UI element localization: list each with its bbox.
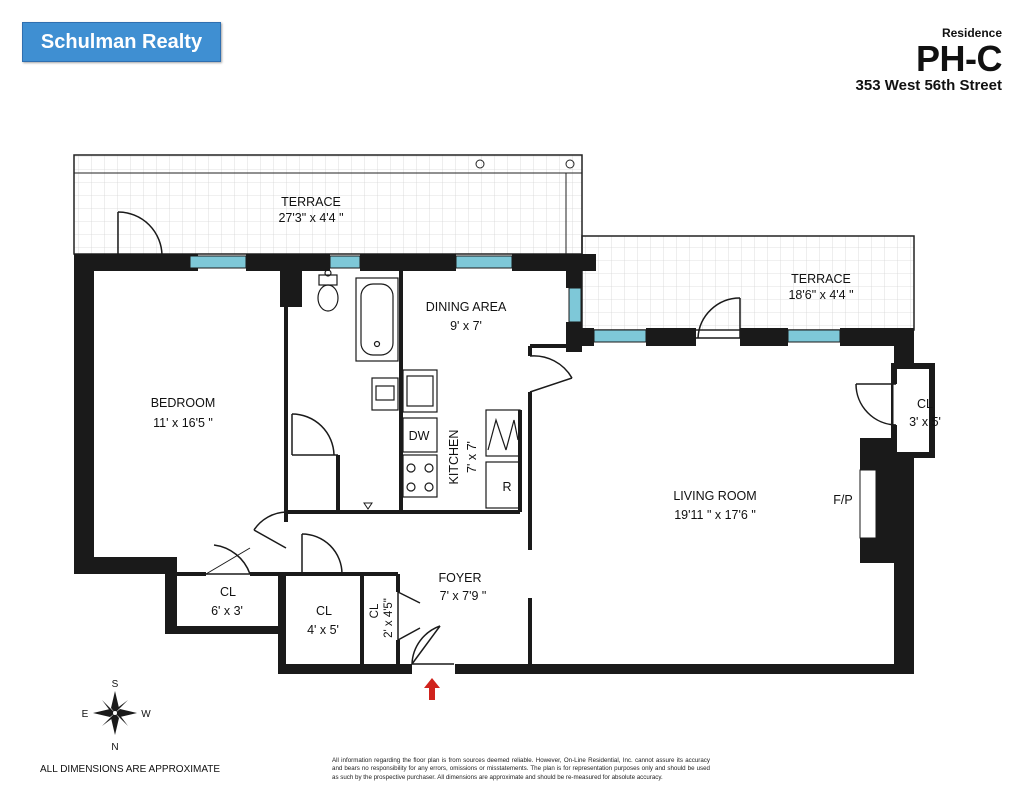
entry-arrow-icon [424,678,440,700]
kitchen-size: 7' x 7' [465,441,479,473]
walls [74,254,914,674]
toilet [317,269,339,312]
terrace-2 [581,235,915,331]
cl-entry-size: 3' x 5' [909,415,941,429]
residence-address: 353 West 56th Street [855,77,1002,94]
cl-small-name: CL [369,603,381,618]
kitchen-counter [402,369,521,509]
cl-mid-size: 4' x 5' [307,623,339,637]
brand-logo: Schulman Realty [22,22,221,62]
terrace-2-size: 18'6" x 4'4 " [788,288,853,302]
room-labels: TERRACE 27'3" x 4'4 " TERRACE 18'6" x 4'… [151,195,941,637]
residence-label: Residence [941,26,1002,40]
bathtub [355,277,399,362]
residence-code: PH-C [916,38,1003,79]
living-name: LIVING ROOM [673,489,756,503]
cl-bed-size: 6' x 3' [211,604,243,618]
rotated-labels: KITCHEN 7' x 7' CL 2' x 4'5" [369,430,479,638]
foyer-size: 7' x 7'9 " [440,589,487,603]
kitchen-name: KITCHEN [447,430,461,485]
bedroom-name: BEDROOM [151,396,216,410]
living-size: 19'11 " x 17'6 " [674,508,756,522]
doors [117,211,897,665]
dining-name: DINING AREA [426,300,507,314]
windows [189,255,841,343]
drain-icon [363,502,373,510]
dimensions-note: ALL DIMENSIONS ARE APPROXIMATE [40,764,221,775]
interior-walls [174,271,570,664]
compass-icon: S N E W [82,679,152,753]
cl-small-size: 2' x 4'5" [383,598,395,638]
compass-top-label: S [112,679,119,690]
fireplace [859,469,877,539]
cl-entry-name: CL [917,397,933,411]
vanity-sink [371,377,399,411]
terrace-2-name: TERRACE [791,272,851,286]
cl-mid-name: CL [316,604,332,618]
disclaimer-text: All information regarding the floor plan… [332,757,710,781]
cl-bed-name: CL [220,585,236,599]
dishwasher-label: DW [409,429,430,443]
foyer-name: FOYER [438,571,481,585]
compass-right-label: W [141,709,151,720]
refrigerator-label: R [502,480,511,494]
terrace-1-name: TERRACE [281,195,341,209]
bedroom-size: 11' x 16'5 " [153,416,213,430]
compass-bottom-label: N [111,742,118,753]
compass-left-label: E [82,709,89,720]
terrace-1-size: 27'3" x 4'4 " [278,211,343,225]
dining-size: 9' x 7' [450,319,482,333]
fireplace-label: F/P [833,493,852,507]
